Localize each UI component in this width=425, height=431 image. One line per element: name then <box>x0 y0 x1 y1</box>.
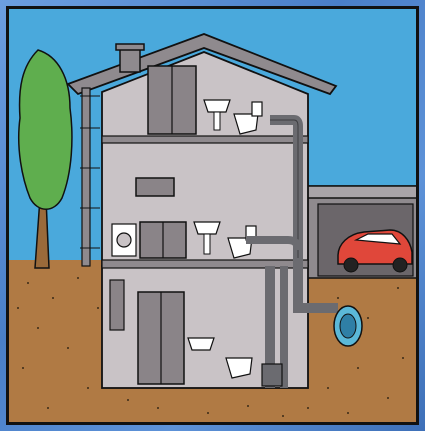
floor-slab <box>102 260 308 268</box>
drainpipe <box>82 88 90 266</box>
floor-slab <box>102 136 308 143</box>
cabinet <box>110 280 124 330</box>
chimney <box>120 48 140 72</box>
house-drainage-illustration <box>8 8 417 423</box>
sink <box>188 338 214 350</box>
illustration-frame <box>6 6 419 425</box>
tree-foliage <box>19 50 72 209</box>
car-wheel <box>393 258 407 272</box>
cabinet <box>136 178 174 196</box>
sewer-outlet <box>334 306 362 346</box>
car-wheel <box>344 258 358 272</box>
